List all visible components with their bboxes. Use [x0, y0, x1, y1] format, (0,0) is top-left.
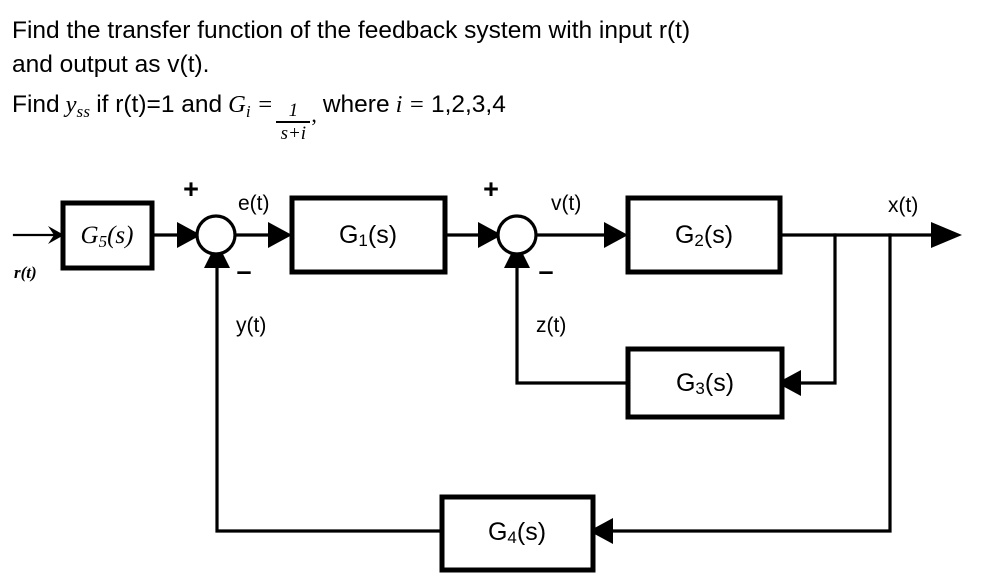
- fraction-numerator: 1: [288, 100, 299, 121]
- gi-symbol: Gi: [228, 88, 251, 128]
- arrowhead-g1-to-sum2: [478, 222, 502, 248]
- fraction-bar: [276, 121, 311, 123]
- signal-label-yt: y(t): [236, 314, 266, 337]
- find-word: Find: [12, 91, 60, 118]
- block-g3-label-main: G: [676, 369, 695, 397]
- comma-after-fraction: ,: [311, 102, 317, 127]
- equals-sign-1: =: [256, 91, 274, 118]
- signal-label-rt: r(t): [14, 263, 37, 282]
- block-g1-label-sub: 1: [358, 231, 367, 250]
- ss-subscript: ss: [76, 101, 91, 121]
- block-g4[interactable]: [439, 494, 596, 573]
- signal-label-zt: z(t): [536, 314, 566, 337]
- where-word: where: [322, 91, 390, 118]
- block-g2[interactable]: [625, 195, 783, 275]
- arrowhead-into-g4: [589, 518, 613, 544]
- block-g2-label-sub: 2: [694, 231, 703, 250]
- sum1-minus-sign: –: [236, 256, 251, 286]
- index-values: 1,2,3,4: [430, 91, 506, 118]
- signal-label-et: e(t): [238, 192, 270, 215]
- block-g3-label-tail: (s): [705, 369, 734, 397]
- block-g2-label: G2(s): [675, 221, 733, 251]
- fraction-denominator: s+i: [280, 123, 307, 144]
- signal-label-vt: v(t): [551, 192, 581, 215]
- g-symbol: G: [228, 91, 246, 118]
- arrowhead-into-g3: [777, 370, 801, 396]
- arrowhead-sum1-to-g1: [268, 222, 292, 248]
- problem-line-3: Find yss if r(t)=1 and Gi = 1 s+i , wher…: [12, 88, 506, 144]
- wire-branch-to-g3: [790, 233, 837, 385]
- signal-label-xt: x(t): [888, 194, 918, 217]
- block-g5-label-tail: (s): [107, 222, 133, 249]
- problem-line-2: and output as v(t).: [12, 51, 210, 78]
- index-i-symbol: i: [395, 91, 403, 118]
- block-g4-label: G4(s): [488, 518, 546, 548]
- block-g4-label-sub: 4: [507, 528, 516, 547]
- y-symbol: y: [65, 91, 77, 118]
- block-g4-label-tail: (s): [517, 518, 546, 546]
- block-diagram-svg: G5(s) G1(s) G2(s) G3(s) G4(s) + – + – r(…: [12, 174, 962, 573]
- block-diagram: G5(s) G1(s) G2(s) G3(s) G4(s) + – + – r(…: [0, 170, 998, 579]
- block-g4-label-main: G: [488, 518, 507, 546]
- summing-junction-1[interactable]: [195, 214, 237, 256]
- sum2-plus-sign: +: [483, 174, 499, 204]
- yss-symbol: yss: [66, 88, 91, 128]
- block-g5-label-sub: 5: [99, 232, 108, 251]
- block-g3-label: G3(s): [676, 369, 734, 399]
- wire-branch-to-g4: [602, 233, 892, 533]
- condition-text: if r(t)=1 and: [96, 91, 223, 118]
- block-g1-label: G1(s): [339, 221, 397, 251]
- block-g1-label-tail: (s): [368, 221, 397, 249]
- block-g3-label-sub: 3: [695, 379, 704, 398]
- block-g1-label-main: G: [339, 221, 358, 249]
- arrowhead-sum2-to-g2: [604, 222, 628, 248]
- problem-line-1: Find the transfer function of the feedba…: [12, 17, 691, 44]
- arrowhead-output-xt: [931, 222, 962, 248]
- sum1-plus-sign: +: [183, 174, 199, 204]
- equals-sign-2: =: [408, 91, 425, 118]
- block-g2-label-main: G: [675, 221, 694, 249]
- block-g5-label: G5(s): [81, 222, 134, 251]
- block-g1[interactable]: [289, 195, 448, 275]
- fraction-one-over-s-plus-i: 1 s+i: [276, 100, 311, 144]
- summing-junction-2[interactable]: [496, 214, 538, 256]
- arrowhead-g5-to-sum1: [177, 222, 201, 248]
- i-subscript: i: [245, 101, 251, 121]
- block-g2-label-tail: (s): [704, 221, 733, 249]
- block-g5-label-main: G: [81, 222, 99, 249]
- arrowhead-input-rt: [48, 226, 64, 244]
- wire-g3-to-sum2-zt: [515, 266, 630, 385]
- wire-g4-to-sum1-yt: [215, 266, 444, 533]
- sum2-minus-sign: –: [538, 256, 553, 286]
- block-g3[interactable]: [625, 346, 785, 420]
- block-g5[interactable]: [60, 200, 155, 271]
